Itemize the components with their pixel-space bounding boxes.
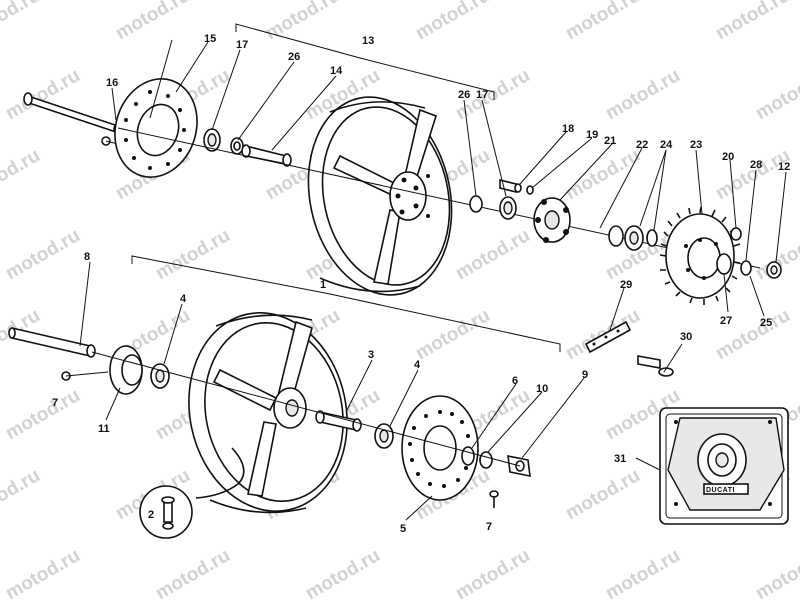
watermark-text: motod.ru bbox=[2, 545, 84, 600]
watermark-text: motod.ru bbox=[302, 545, 384, 600]
rear-spacer-tube bbox=[241, 144, 292, 167]
watermark-text: motod.ru bbox=[562, 465, 644, 524]
front-wheel-assembly bbox=[8, 312, 531, 514]
rear-wheel-assembly bbox=[23, 78, 782, 305]
watermark-text: motod.ru bbox=[262, 0, 344, 44]
watermark-text: motod.ru bbox=[752, 65, 800, 124]
watermark-text: motod.ru bbox=[0, 465, 44, 524]
carrier-bearings bbox=[608, 225, 658, 251]
front-axis-line bbox=[91, 351, 521, 467]
drive-chain bbox=[584, 320, 632, 354]
callout-17-left: 17 bbox=[236, 39, 248, 51]
callout-2: 2 bbox=[148, 509, 154, 521]
rear-brake-disc bbox=[114, 78, 198, 178]
callout-6: 6 bbox=[512, 375, 518, 387]
callout-5: 5 bbox=[400, 523, 406, 535]
callout-14: 14 bbox=[330, 65, 343, 77]
rear-axle-nut-set bbox=[716, 253, 782, 279]
front-axle bbox=[8, 326, 96, 358]
callout-1: 1 bbox=[320, 279, 326, 291]
watermark-text: motod.ru bbox=[412, 305, 494, 364]
watermark-text: motod.ru bbox=[112, 0, 194, 44]
callout-4-right: 4 bbox=[414, 359, 421, 371]
callout-8: 8 bbox=[84, 251, 90, 263]
rear-sprocket bbox=[659, 206, 741, 305]
ducati-logo-text: DUCATI bbox=[706, 487, 735, 494]
watermark-text: motod.ru bbox=[452, 225, 534, 284]
rear-spacer-ring-left bbox=[230, 137, 244, 155]
watermark-text: motod.ru bbox=[152, 225, 234, 284]
callout-18: 18 bbox=[562, 123, 574, 135]
watermark-text: motod.ru bbox=[602, 545, 684, 600]
watermark-text: motod.ru bbox=[2, 385, 84, 444]
group-bracket-1 bbox=[131, 255, 561, 352]
callout-25: 25 bbox=[760, 317, 772, 329]
callout-28: 28 bbox=[750, 159, 762, 171]
group-bracket-13 bbox=[235, 23, 495, 100]
front-spacer bbox=[315, 410, 362, 432]
callout-9: 9 bbox=[582, 369, 588, 381]
chain-link-set bbox=[637, 355, 674, 377]
watermark-text: motod.ru bbox=[0, 145, 44, 204]
front-bearing-left bbox=[150, 363, 170, 389]
callout-labels: 1 2 3 4 4 5 6 7 7 8 9 10 11 12 13 14 15 … bbox=[52, 33, 790, 535]
rear-bearing-left bbox=[203, 128, 221, 152]
callout-12: 12 bbox=[778, 161, 790, 173]
callout-24: 24 bbox=[660, 139, 673, 151]
callout-17-right: 17 bbox=[476, 89, 488, 101]
valve-tube bbox=[195, 447, 245, 499]
watermark-text: motod.ru bbox=[752, 545, 800, 600]
callout-19: 19 bbox=[586, 129, 598, 141]
watermark-text: motod.ru bbox=[712, 0, 794, 44]
rear-wheel bbox=[307, 96, 453, 296]
watermark-text: motod.ru bbox=[2, 225, 84, 284]
callout-7-left: 7 bbox=[52, 397, 58, 409]
callout-13: 13 bbox=[362, 35, 374, 47]
callout-26-right: 26 bbox=[458, 89, 470, 101]
watermark-text: motod.ru bbox=[152, 545, 234, 600]
front-brake-disc bbox=[401, 395, 479, 501]
rear-axle bbox=[23, 92, 121, 134]
leader-lines bbox=[79, 39, 787, 521]
front-seal-ring bbox=[461, 446, 493, 469]
callout-31: 31 bbox=[614, 453, 626, 465]
front-wheel bbox=[188, 312, 348, 514]
callout-29: 29 bbox=[620, 279, 632, 291]
front-bolt-right bbox=[489, 490, 499, 508]
rear-bearing-right bbox=[469, 195, 517, 220]
callout-4-left: 4 bbox=[180, 293, 187, 305]
front-bolt-left bbox=[61, 371, 109, 381]
sprocket-nut bbox=[730, 227, 742, 241]
callout-26-left: 26 bbox=[288, 51, 300, 63]
sprocket-cover-inset: DUCATI bbox=[659, 407, 789, 525]
callout-30: 30 bbox=[680, 331, 692, 343]
watermark-text: motod.ru bbox=[602, 65, 684, 124]
callout-16: 16 bbox=[106, 77, 118, 89]
watermark-text: motod.ru bbox=[562, 0, 644, 44]
callout-3: 3 bbox=[368, 349, 374, 361]
callout-11: 11 bbox=[98, 423, 110, 435]
callout-10: 10 bbox=[536, 383, 548, 395]
watermark-text: motod.ru bbox=[412, 0, 494, 44]
callout-23: 23 bbox=[690, 139, 702, 151]
callout-27: 27 bbox=[720, 315, 732, 327]
watermark-text: motod.ru bbox=[0, 0, 44, 44]
callout-22: 22 bbox=[636, 139, 648, 151]
speedometer-drive bbox=[109, 345, 143, 395]
sprocket-carrier bbox=[533, 197, 571, 243]
callout-21: 21 bbox=[604, 135, 616, 147]
callout-15: 15 bbox=[204, 33, 216, 45]
callout-20: 20 bbox=[722, 151, 734, 163]
callout-7-right: 7 bbox=[486, 521, 492, 533]
valve-inset bbox=[139, 485, 193, 539]
watermark-text: motod.ru bbox=[452, 545, 534, 600]
watermark-text: motod.ru bbox=[712, 305, 794, 364]
front-bearing-right bbox=[374, 423, 394, 449]
